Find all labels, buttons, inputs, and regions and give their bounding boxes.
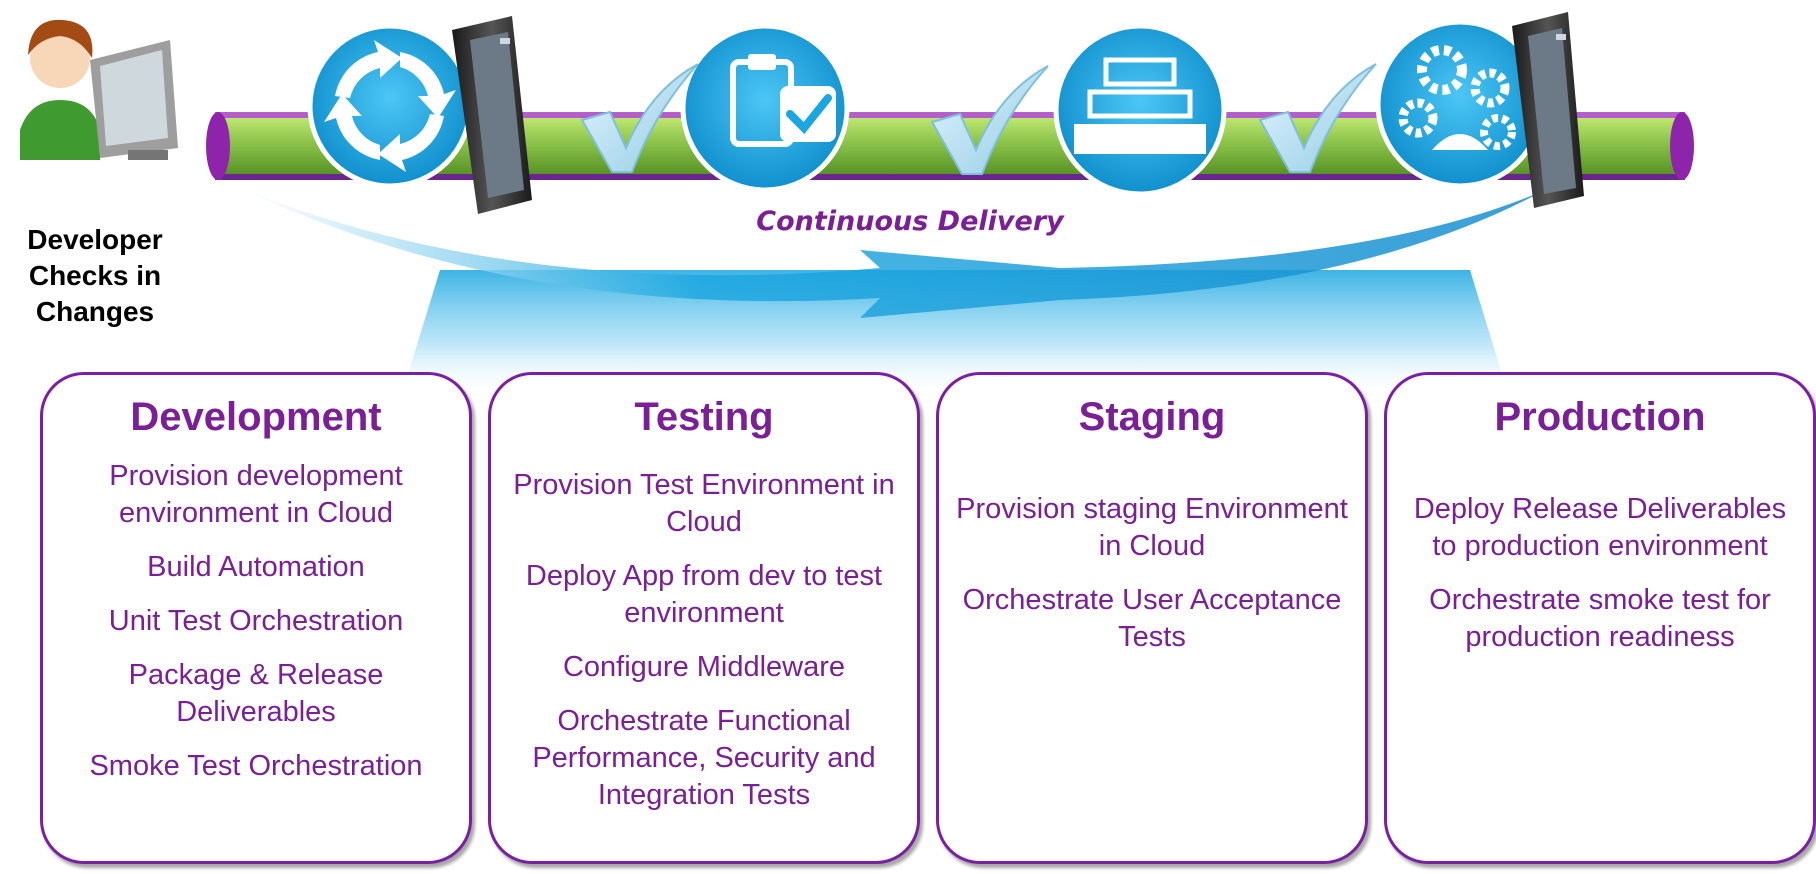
stage-card-production: Production Deploy Release Deliverables t… bbox=[1384, 372, 1816, 864]
server-tower-icon bbox=[452, 16, 532, 214]
stage-task: Build Automation bbox=[147, 551, 365, 583]
stage-task-list: Provision staging Environment in Cloud O… bbox=[939, 491, 1365, 656]
developer-label: Developer Checks in Changes bbox=[0, 222, 190, 330]
developer-label-line: Developer bbox=[27, 224, 163, 255]
stage-task-list: Deploy Release Deliverables to productio… bbox=[1387, 491, 1813, 656]
developer-label-line: Changes bbox=[35, 296, 155, 327]
developer-label-line: Checks in bbox=[28, 260, 162, 291]
stage-card-testing: Testing Provision Test Environment in Cl… bbox=[488, 372, 920, 864]
stage-task: Package & Release Deliverables bbox=[128, 659, 384, 728]
stage-title: Development bbox=[130, 395, 382, 439]
continuous-delivery-label: Continuous Delivery bbox=[756, 206, 1064, 237]
stage-task: Configure Middleware bbox=[562, 651, 846, 683]
return-swoosh bbox=[245, 190, 1545, 318]
stage-task: Provision development environment in Clo… bbox=[109, 460, 403, 529]
stage-title: Staging bbox=[1078, 395, 1226, 439]
checkmark-icon bbox=[930, 65, 1049, 175]
staging-stack-icon bbox=[1053, 23, 1227, 197]
server-tower-icon bbox=[1512, 12, 1584, 208]
stage-card-staging: Staging Provision staging Environment in… bbox=[936, 372, 1368, 864]
developer-at-computer-icon bbox=[20, 19, 178, 160]
stage-task: Orchestrate smoke test for production re… bbox=[1429, 584, 1771, 653]
stage-task: Orchestrate Functional Performance, Secu… bbox=[532, 705, 876, 811]
stage-title: Testing bbox=[634, 395, 774, 439]
delivery-beam bbox=[400, 270, 1510, 400]
cycle-arrows-icon bbox=[307, 23, 473, 189]
stage-task: Deploy App from dev to test environment bbox=[525, 560, 883, 629]
stage-task-list: Provision development environment in Clo… bbox=[43, 458, 469, 785]
stage-title: Production bbox=[1494, 395, 1706, 439]
clipboard-check-icon bbox=[680, 23, 850, 193]
checkmark-icon bbox=[580, 63, 699, 173]
stage-task: Unit Test Orchestration bbox=[108, 605, 404, 637]
gears-icon bbox=[1375, 19, 1545, 189]
stage-card-development: Development Provision development enviro… bbox=[40, 372, 472, 864]
stage-task: Provision Test Environment in Cloud bbox=[513, 469, 895, 538]
stage-task: Deploy Release Deliverables to productio… bbox=[1413, 493, 1787, 562]
stage-task: Orchestrate User Acceptance Tests bbox=[962, 584, 1342, 653]
stage-task-list: Provision Test Environment in Cloud Depl… bbox=[491, 467, 917, 814]
checkmark-icon bbox=[1258, 63, 1377, 173]
stage-task: Provision staging Environment in Cloud bbox=[956, 493, 1348, 562]
stage-task: Smoke Test Orchestration bbox=[89, 750, 423, 782]
